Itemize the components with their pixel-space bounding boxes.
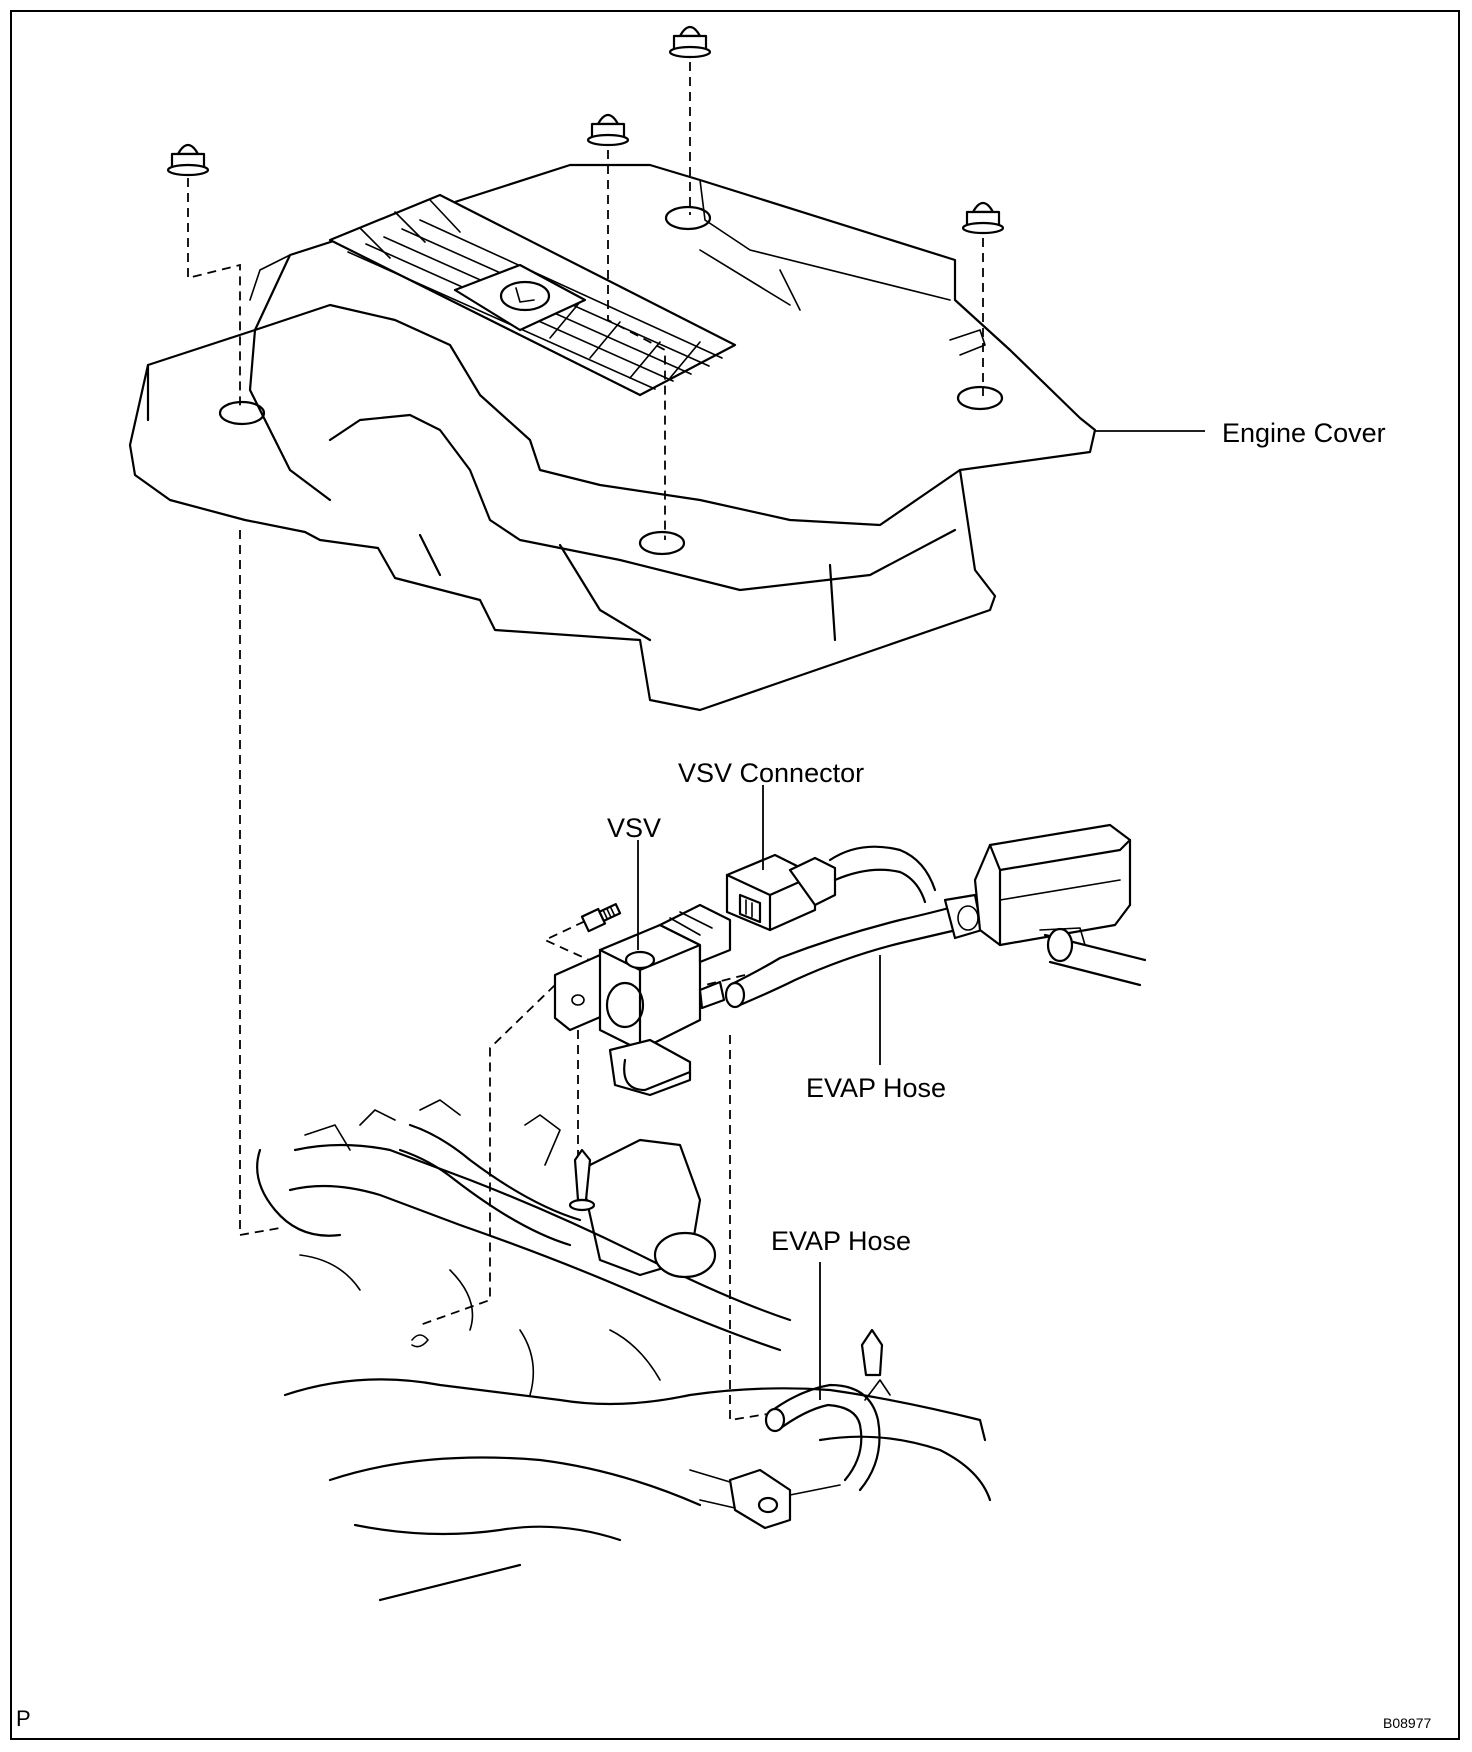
cover-bolt-seat-4 xyxy=(956,385,1004,411)
throttle-body xyxy=(578,1138,702,1277)
vsv-connector-harness xyxy=(828,845,937,904)
vsv-side-nipple xyxy=(698,980,726,1010)
evap-hose-lower-end xyxy=(764,1407,786,1433)
intake-pipe xyxy=(288,1143,792,1352)
canister-drawing xyxy=(973,823,1147,987)
engine-cover-front-edge xyxy=(328,413,957,592)
throttle-port xyxy=(653,1231,717,1279)
leader-lines xyxy=(637,430,1205,1400)
label-vsv: VSV xyxy=(607,813,662,843)
engine-cover-drawing xyxy=(128,163,1097,712)
cover-bolt-seat-1 xyxy=(218,400,266,426)
evap-hose-upper-end xyxy=(724,981,746,1009)
engine-detail-lines xyxy=(299,1099,891,1401)
lower-engine-surface xyxy=(353,1435,992,1602)
engine-stud-washer xyxy=(568,1198,596,1212)
corner-mark: P xyxy=(16,1706,31,1731)
engine-bolt-icon xyxy=(860,1328,884,1377)
canister-outlet-band xyxy=(1039,927,1086,946)
ground-strap-hole xyxy=(757,1496,779,1514)
vsv-socket xyxy=(658,903,732,964)
evap-hose-upper-drawing xyxy=(724,893,984,1009)
vsv-coil-face xyxy=(605,981,645,1029)
vsv-connector-latch xyxy=(788,856,837,907)
ground-wires xyxy=(689,1469,841,1509)
diagram-frame xyxy=(10,10,1460,1740)
engine-cover-emblem-plate xyxy=(453,263,587,332)
evap-hose-lower-tube xyxy=(768,1383,881,1492)
ground-strap xyxy=(728,1468,792,1530)
figure-code: B08977 xyxy=(1383,1715,1432,1731)
canister-seam xyxy=(999,879,1121,901)
vsv-connector-drawing xyxy=(725,845,937,932)
vsv-lower-hose-stub xyxy=(623,1058,692,1092)
vsv-top-boss xyxy=(624,950,656,970)
engine-cover-top-surface xyxy=(146,303,962,527)
vsv-socket-ribs xyxy=(669,911,713,936)
vsv-bracket-hole xyxy=(571,994,585,1006)
clip-icon xyxy=(411,1334,429,1348)
engine-cover-flange xyxy=(128,163,1097,712)
vsv-bolt-icon xyxy=(580,903,622,933)
cover-nuts xyxy=(166,25,1005,235)
label-vsv-connector: VSV Connector xyxy=(678,758,865,788)
nut-icon xyxy=(166,143,210,177)
label-engine-cover: Engine Cover xyxy=(1222,418,1386,448)
engine-cover-ridge xyxy=(248,328,837,642)
nut-icon xyxy=(668,25,712,59)
cover-bolt-seat-2 xyxy=(638,530,686,556)
engine-stud-icon xyxy=(573,1148,592,1202)
vsv-drawing xyxy=(553,903,732,1097)
engine-cover-tab xyxy=(949,329,986,356)
engine-block-outline xyxy=(256,1148,987,1507)
label-evap-hose-lower: EVAP Hose xyxy=(771,1226,912,1256)
nut-icon xyxy=(961,201,1005,235)
canister-body xyxy=(973,823,1132,947)
emblem-letter-icon xyxy=(515,287,535,303)
vsv-lower-port xyxy=(608,1038,692,1097)
evap-hose-upper-tube xyxy=(728,903,967,1007)
hose-to-pipe xyxy=(398,1123,582,1247)
canister-edges xyxy=(988,838,1132,947)
emblem-icon xyxy=(499,280,551,312)
canister-outlet-clamp xyxy=(1046,927,1074,963)
label-evap-hose-upper: EVAP Hose xyxy=(806,1073,947,1103)
nut-icon xyxy=(586,113,630,147)
vsv-connector-face xyxy=(738,893,762,924)
engine-cover-side-lines xyxy=(249,179,951,311)
cover-bolt-seat-3 xyxy=(664,205,712,231)
vsv-connector-pins xyxy=(745,899,753,918)
vsv-body-edges xyxy=(598,943,702,1052)
engine-area-drawing xyxy=(256,1099,992,1602)
